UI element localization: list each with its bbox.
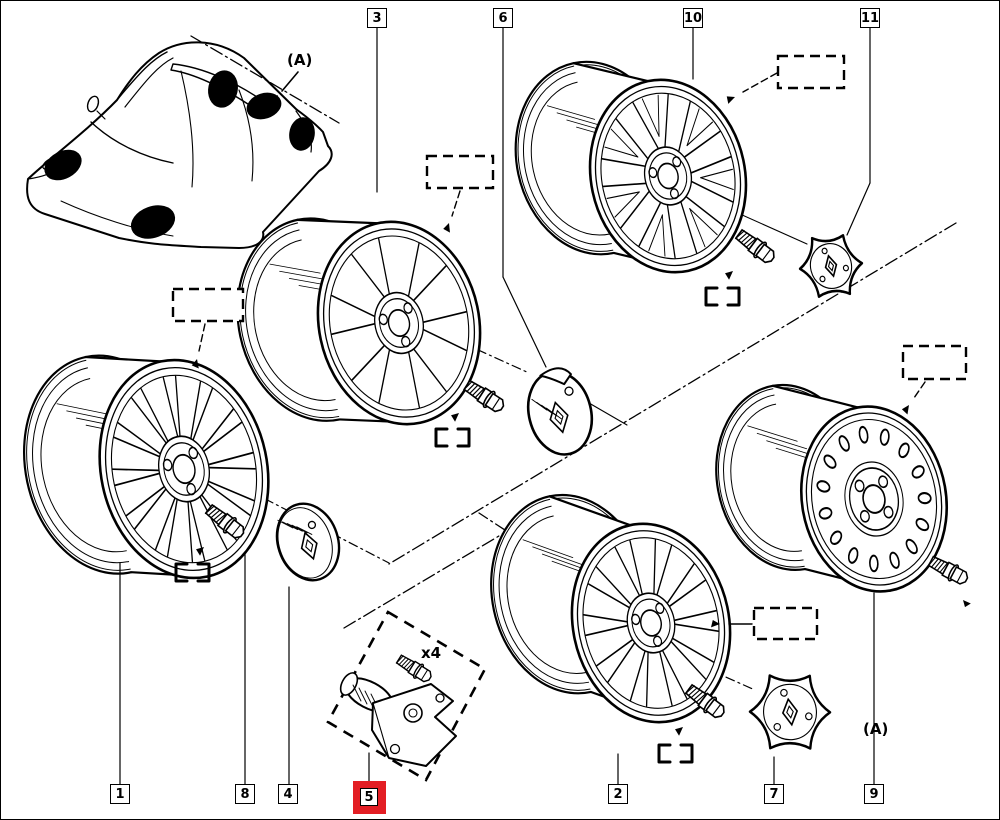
bolt-quantity-label: x4 xyxy=(421,644,442,662)
label-placeholder-box xyxy=(901,344,968,381)
callout-4[interactable]: 4 xyxy=(278,784,298,804)
callout-6[interactable]: 6 xyxy=(493,8,513,28)
callout-2[interactable]: 2 xyxy=(608,784,628,804)
section-separator-lines xyxy=(190,35,957,629)
callout-leader-lines xyxy=(119,27,875,785)
retaining-clip-symbol xyxy=(657,743,694,764)
callout-11[interactable]: 11 xyxy=(860,8,880,28)
renault-diamond-logo xyxy=(300,531,318,561)
spare-wheel-carrier-kit-5 xyxy=(326,610,487,782)
wheel-center-cap-6 xyxy=(526,367,594,456)
label-placeholder-box xyxy=(171,287,245,323)
kit-bolt xyxy=(395,654,432,683)
wheel-bolt-3 xyxy=(463,379,505,413)
alloy-wheel-3-drawing xyxy=(236,217,482,426)
wheel-bolt-10 xyxy=(734,228,775,264)
callout-8[interactable]: 8 xyxy=(235,784,255,804)
vehicle-variant-label: (A) xyxy=(287,51,313,69)
callout-10[interactable]: 10 xyxy=(683,8,703,28)
steel-wheel-9-drawing xyxy=(715,383,949,593)
vehicle-variant-arrow xyxy=(269,71,299,106)
renault-diamond-logo xyxy=(824,254,838,278)
renault-diamond-logo xyxy=(549,400,569,434)
callout-9[interactable]: 9 xyxy=(864,784,884,804)
renault-diamond-logo xyxy=(781,697,799,727)
wheel-bolt-7 xyxy=(684,683,725,719)
retaining-clip-symbol xyxy=(174,562,211,583)
retaining-clip-symbol xyxy=(434,427,471,448)
steel-wheel-variant-label: (A) xyxy=(863,720,889,738)
wheel-trim-cap-4 xyxy=(275,502,341,582)
callout-7[interactable]: 7 xyxy=(764,784,784,804)
alloy-wheel-2-drawing xyxy=(490,493,732,724)
carrier-bracket-drawing xyxy=(339,672,457,767)
callout-5-highlighted[interactable]: 5 xyxy=(352,780,386,814)
callout-1[interactable]: 1 xyxy=(110,784,130,804)
label-placeholder-box xyxy=(425,154,495,190)
wheel-center-cap-7 xyxy=(748,674,832,750)
alloy-wheel-10-drawing xyxy=(514,60,748,274)
callout-3[interactable]: 3 xyxy=(367,8,387,28)
retaining-clip-symbol xyxy=(704,286,741,307)
callout-5-label: 5 xyxy=(360,788,378,806)
wheel-bolt-8 xyxy=(204,503,245,539)
label-placeholder-box xyxy=(752,606,819,641)
wheel-bolt-9 xyxy=(927,555,969,585)
kit-boundary-box xyxy=(326,610,487,782)
vehicle-drawing xyxy=(26,41,333,249)
wheel-center-cap-11 xyxy=(798,234,864,298)
label-placeholder-box xyxy=(776,54,846,90)
